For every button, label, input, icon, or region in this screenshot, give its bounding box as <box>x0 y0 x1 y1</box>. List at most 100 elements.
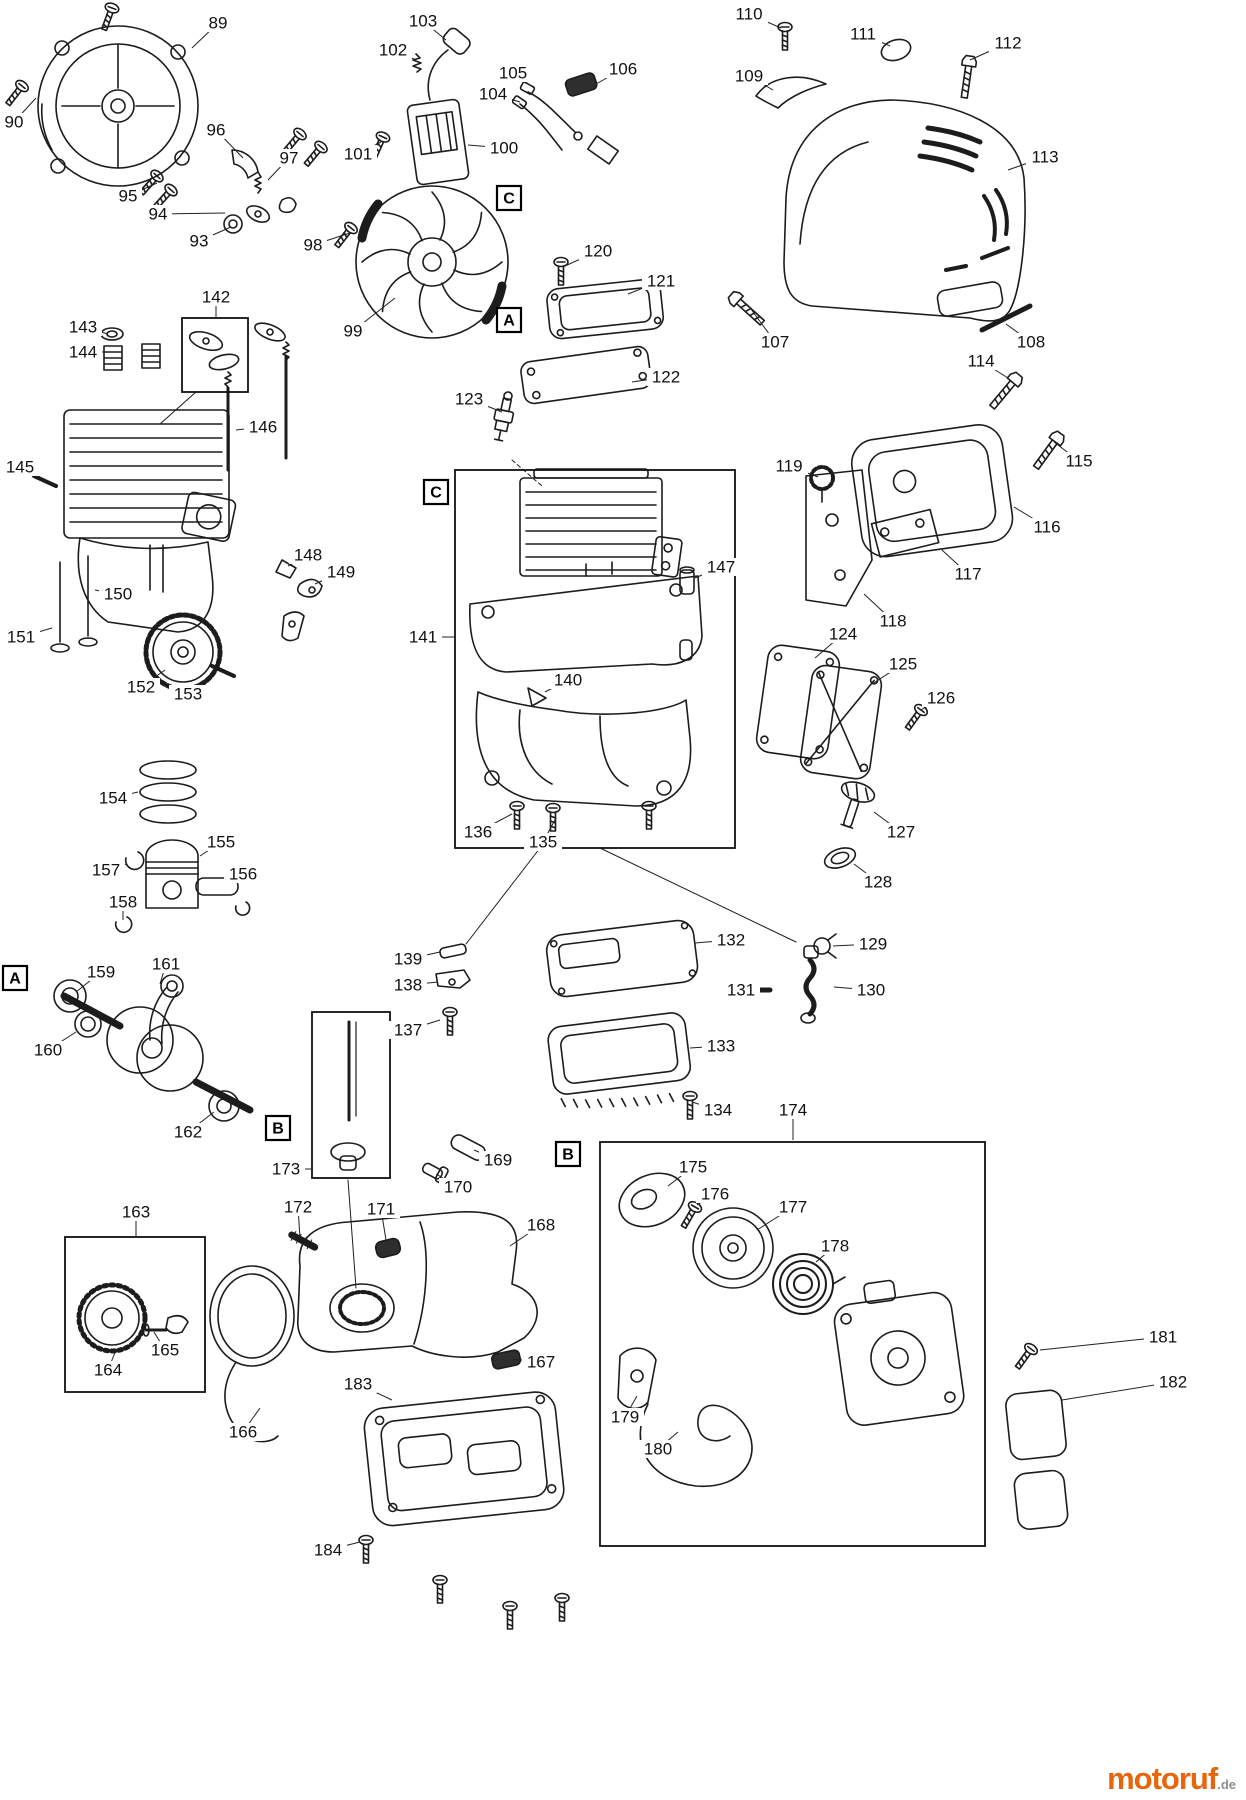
part-label-174: 174 <box>779 1101 807 1120</box>
part-label-123: 123 <box>455 390 483 409</box>
part-label-bg <box>169 685 207 703</box>
section-marker-C: C <box>430 485 442 502</box>
part-label-bg <box>1154 1373 1192 1391</box>
part-label-144: 144 <box>69 343 97 362</box>
part-label-98: 98 <box>304 236 323 255</box>
part-label-bg <box>844 25 882 43</box>
part-label-183: 183 <box>344 1375 372 1394</box>
gasket-pan-drawing <box>545 919 837 1109</box>
part-label-bg <box>459 823 497 841</box>
part-label-150: 150 <box>104 585 132 604</box>
left-cylinder-drawing <box>50 409 237 692</box>
part-label-182: 182 <box>1159 1373 1187 1392</box>
part-label-104: 104 <box>479 85 507 104</box>
part-label-116: 116 <box>1033 518 1060 537</box>
part-label-128: 128 <box>864 873 892 892</box>
watermark-suffix: .de <box>1217 1777 1236 1792</box>
part-label-bg <box>299 236 327 254</box>
section-marker-box <box>422 478 450 506</box>
part-label-164: 164 <box>94 1361 122 1380</box>
part-label-137: 137 <box>394 1021 422 1040</box>
part-label-bg <box>674 1158 712 1176</box>
part-label-bg <box>854 935 892 953</box>
part-label-bg <box>450 390 488 408</box>
leader-line <box>1039 1336 1164 1351</box>
part-label-172: 172 <box>284 1198 312 1217</box>
part-label-130: 130 <box>857 981 885 1000</box>
part-label-108: 108 <box>1017 333 1045 352</box>
part-label-bg <box>389 950 427 968</box>
part-label-90: 90 <box>5 113 24 132</box>
part-label-134: 134 <box>704 1101 732 1120</box>
part-label-156: 156 <box>229 865 257 884</box>
part-label-168: 168 <box>527 1216 555 1235</box>
section-marker-box <box>1 964 29 992</box>
part-label-bg <box>962 352 1000 370</box>
part-label-132: 132 <box>717 931 745 950</box>
side-cover-drawing <box>755 644 883 869</box>
part-label-129: 129 <box>859 935 887 954</box>
head-cover-drawing <box>493 278 665 487</box>
part-label-181: 181 <box>1149 1328 1177 1347</box>
part-label-bg <box>82 963 120 981</box>
part-label-145: 145 <box>6 458 34 477</box>
section-marker-box <box>264 1114 292 1142</box>
part-label-107: 107 <box>761 333 789 352</box>
part-label-179: 179 <box>611 1408 639 1427</box>
part-label-bg <box>642 272 680 290</box>
part-label-131: 131 <box>727 981 755 1000</box>
part-label-126: 126 <box>927 689 955 708</box>
part-label-bg <box>712 931 750 949</box>
section-marker-box <box>495 184 523 212</box>
part-label-bg <box>1012 333 1050 351</box>
part-label-bg <box>474 85 512 103</box>
part-label-bg <box>404 628 442 646</box>
part-label-bg <box>1060 452 1098 470</box>
part-label-bg <box>494 64 532 82</box>
section-marker-box <box>554 1140 582 1168</box>
part-label-bg <box>117 1203 155 1221</box>
part-label-152: 152 <box>127 678 155 697</box>
part-label-bg <box>439 1178 477 1196</box>
part-label-bg <box>1028 518 1066 536</box>
part-label-127: 127 <box>887 823 915 842</box>
part-label-bg <box>322 563 360 581</box>
part-label-121: 121 <box>647 272 675 291</box>
watermark-brand: motoruf <box>1107 1761 1218 1796</box>
part-label-158: 158 <box>109 893 137 912</box>
part-label-bg <box>756 333 794 351</box>
part-label-122: 122 <box>652 368 680 387</box>
part-label-105: 105 <box>499 64 527 83</box>
part-label-125: 125 <box>889 655 917 674</box>
part-label-bg <box>770 457 808 475</box>
part-label-bg <box>114 187 142 205</box>
part-label-bg <box>389 1021 427 1039</box>
part-label-bg <box>389 976 427 994</box>
fuel-pickup-drawing <box>330 1020 495 1289</box>
part-label-bg <box>730 67 768 85</box>
part-label-bg <box>185 232 213 250</box>
part-label-bg <box>702 1037 740 1055</box>
retainer-ring-drawing <box>209 1265 295 1443</box>
part-label-167: 167 <box>527 1353 555 1372</box>
part-label-166: 166 <box>229 1423 257 1442</box>
part-label-bg <box>362 1200 400 1218</box>
part-label-bg <box>639 1440 677 1458</box>
part-label-113: 113 <box>1031 148 1058 167</box>
part-label-bg <box>147 955 185 973</box>
part-label-bg <box>197 288 235 306</box>
part-label-bg <box>774 1198 812 1216</box>
section-marker-A: A <box>9 971 21 988</box>
top-cover-drawing <box>755 38 1033 333</box>
part-label-151: 151 <box>7 628 35 647</box>
part-label-bg <box>267 1160 305 1178</box>
detail-box <box>599 1141 986 1547</box>
valve-train-drawing <box>32 322 323 642</box>
part-label-bg <box>224 865 262 883</box>
part-label-bg <box>202 833 240 851</box>
part-label-147: 147 <box>707 558 735 577</box>
part-label-99: 99 <box>344 322 363 341</box>
part-label-bg <box>949 565 987 583</box>
part-label-bg <box>64 318 102 336</box>
part-label-bg <box>699 1101 737 1119</box>
